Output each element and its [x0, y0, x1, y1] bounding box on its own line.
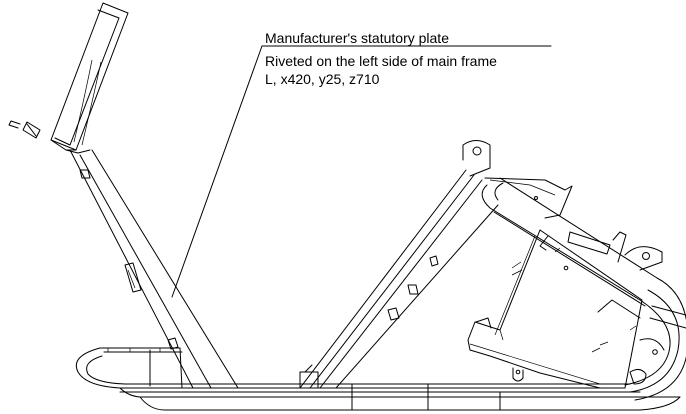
side-bracket [649, 305, 686, 329]
steering-post [8, 2, 239, 389]
rear-loop [624, 277, 686, 401]
annotation-title: Manufacturer's statutory plate [265, 30, 449, 46]
annotation-coordinates: L, x420, y25, z710 [265, 71, 380, 87]
plate-leader [171, 45, 552, 298]
tray-box [467, 229, 643, 389]
rear-strut [299, 140, 499, 389]
base-rails [75, 347, 681, 411]
annotation-description: Riveted on the left side of main frame [265, 53, 497, 69]
upper-tubes [481, 177, 663, 307]
